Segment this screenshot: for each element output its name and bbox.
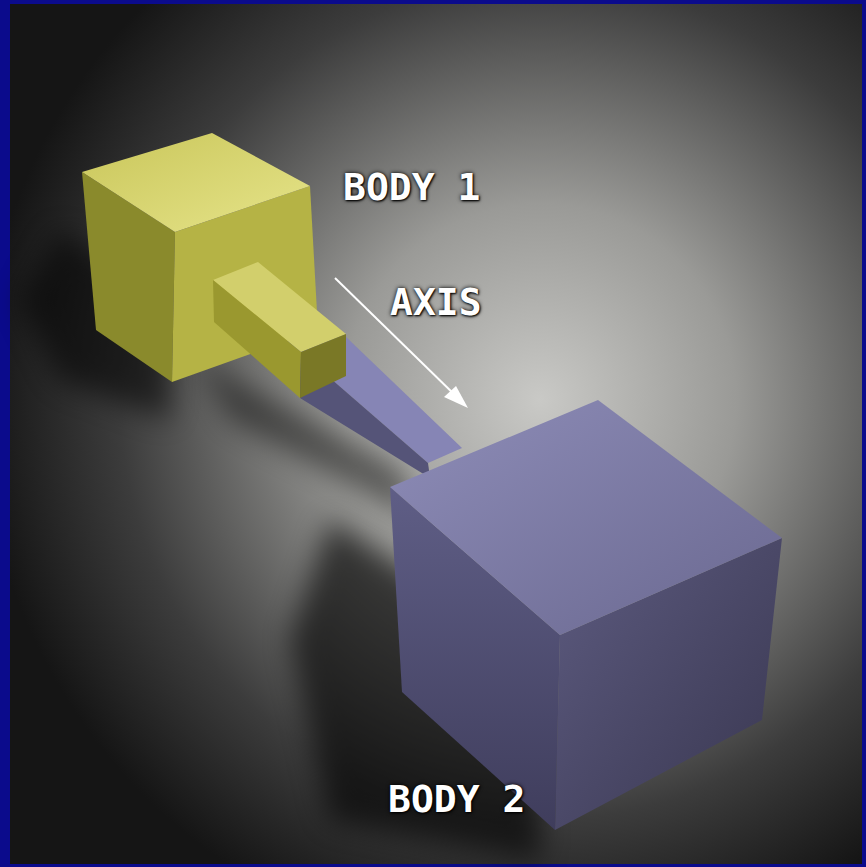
- sleeve-face: [300, 334, 346, 398]
- cube-face: [390, 400, 782, 635]
- part-label: AXIS: [390, 283, 482, 321]
- sleeve-face: [213, 280, 301, 398]
- part-label: BODY 1: [343, 168, 480, 206]
- arrow-head: [444, 386, 468, 408]
- part-label: BODY 2: [388, 780, 525, 818]
- floor: [10, 4, 862, 864]
- cube-face: [82, 133, 310, 232]
